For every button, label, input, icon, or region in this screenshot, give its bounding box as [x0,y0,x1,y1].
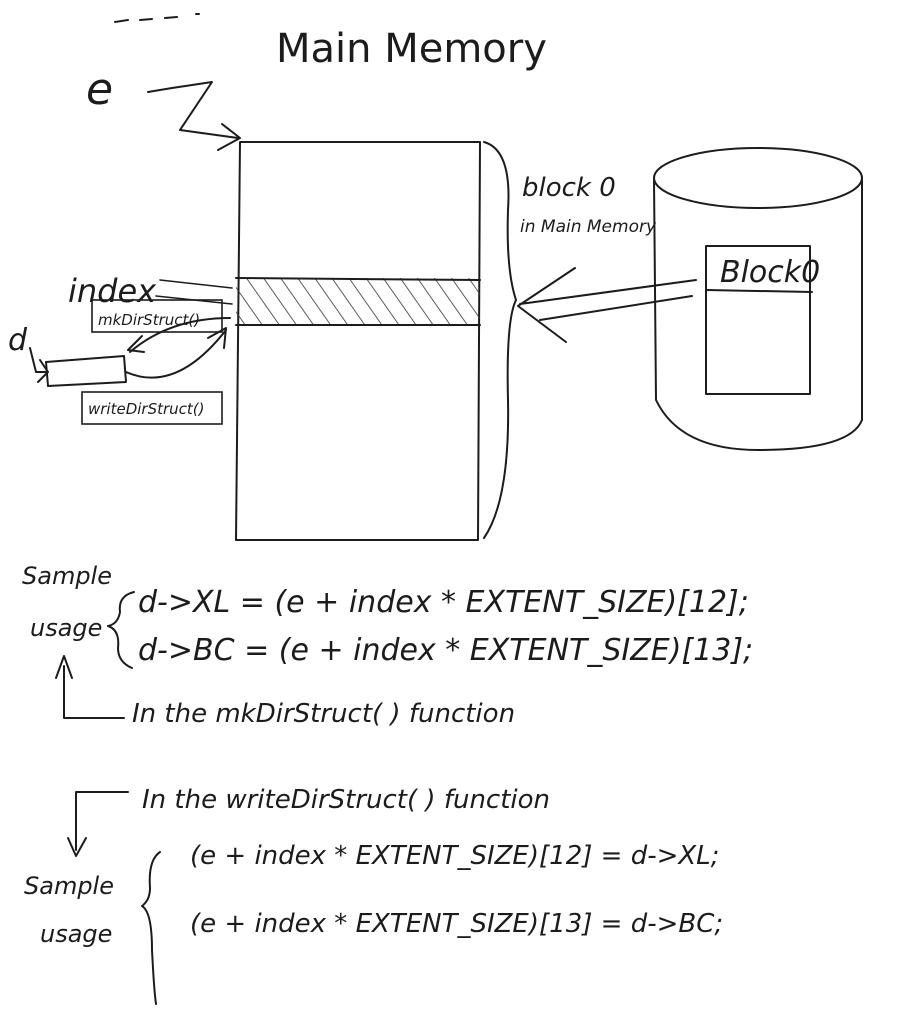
usage-brace-2 [141,851,161,1005]
usage-label-2: usage [40,920,112,948]
write-code-line-1: (e + index * EXTENT_SIZE)[12] = d->XL; [190,841,719,871]
write-note-arrow [67,791,129,857]
mk-curve-arrow [127,317,231,353]
main-memory-block [235,141,481,541]
sample-label-2: Sample [24,872,114,900]
write-code-line-2: (e + index * EXTENT_SIZE)[13] = d->BC; [190,909,723,939]
mk-func-label: mkDirStruct() [98,311,200,329]
write-note: In the writeDirStruct( ) function [142,785,550,815]
usage-label-1: usage [30,614,102,642]
block0-label-line1: block 0 [522,173,616,203]
mk-func-box [91,299,223,333]
mk-note: In the mkDirStruct( ) function [132,699,515,729]
pointer-e-label: e [86,64,113,115]
block0-brace [483,141,517,539]
d-struct-rect [45,355,127,387]
d-pointer [29,347,49,383]
disk-block0-label: Block0 [720,255,820,290]
load-arrow [517,267,697,343]
stray-marks [114,13,200,23]
mk-code-line-1: d->XL = (e + index * EXTENT_SIZE)[12]; [138,585,749,620]
write-func-box [81,391,223,425]
mk-note-arrow [55,655,125,719]
write-curve-arrow [125,327,227,379]
index-label: index [68,272,157,310]
sample-label-1: Sample [22,562,112,590]
d-label: d [8,323,28,358]
mk-code-line-2: d->BC = (e + index * EXTENT_SIZE)[13]; [138,633,753,668]
disk-cylinder [653,147,863,451]
memory-title: Main Memory [276,26,547,72]
pointer-e-arrow [147,81,241,151]
block0-label-line2: in Main Memory [520,217,657,237]
usage-brace-1 [107,591,135,669]
index-entry-hatched [236,278,480,325]
write-func-label: writeDirStruct() [88,400,205,418]
